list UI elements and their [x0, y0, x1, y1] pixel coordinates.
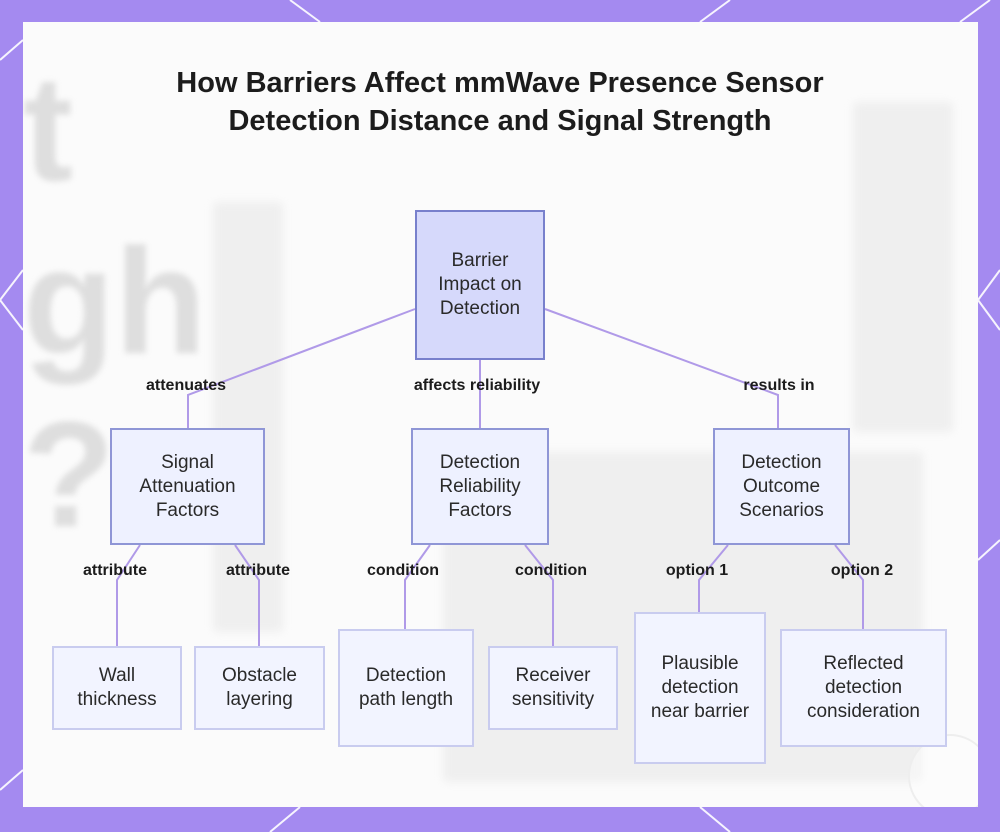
- edge-outcome-reflected: [834, 544, 864, 629]
- edge-label-option-1: option 1: [665, 562, 729, 579]
- edge-label-attribute-1: attribute: [83, 562, 147, 579]
- edge-signal-wall: [116, 544, 141, 646]
- diagram-title: How Barriers Affect mmWave Presence Sens…: [176, 67, 824, 137]
- node-detection-path-length: Detection path length: [338, 629, 474, 747]
- background-art-block: [213, 202, 283, 632]
- edge-root-outcome: [544, 308, 779, 428]
- edge-reliability-receiver: [524, 544, 554, 646]
- edge-label-condition-1: condition: [367, 562, 439, 579]
- edge-label-condition-2: condition: [515, 562, 587, 579]
- node-detection-outcome: Detection Outcome Scenarios: [713, 428, 850, 545]
- node-reflected-detection: Reflected detection consideration: [780, 629, 947, 747]
- edge-root-signal: [187, 308, 416, 428]
- node-obstacle-layering: Obstacle layering: [194, 646, 325, 730]
- node-wall-thickness: Wall thickness: [52, 646, 182, 730]
- edge-reliability-path: [404, 544, 431, 629]
- edge-signal-obstacle: [234, 544, 260, 646]
- edge-label-results-in: results in: [743, 377, 815, 394]
- node-detection-reliability: Detection Reliability Factors: [411, 428, 549, 545]
- edge-label-attenuates: attenuates: [145, 377, 227, 394]
- node-plausible-detection: Plausible detection near barrier: [634, 612, 766, 764]
- background-art-device: [853, 102, 953, 432]
- edge-label-attribute-2: attribute: [226, 562, 290, 579]
- edge-outcome-plausible: [698, 544, 729, 612]
- edge-label-affects-reliability: affects reliability: [413, 377, 541, 394]
- edge-label-option-2: option 2: [830, 562, 894, 579]
- node-receiver-sensitivity: Receiver sensitivity: [488, 646, 618, 730]
- node-barrier-impact: Barrier Impact on Detection: [415, 210, 545, 360]
- node-signal-attenuation: Signal Attenuation Factors: [110, 428, 265, 545]
